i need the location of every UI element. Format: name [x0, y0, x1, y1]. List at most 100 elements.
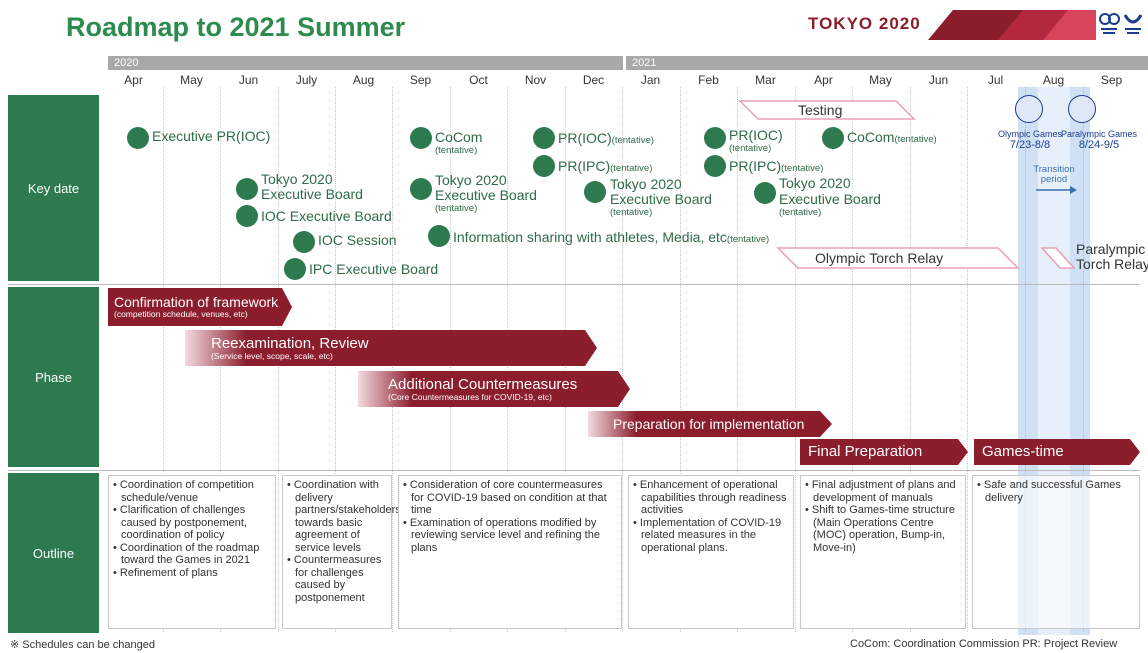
grid-line	[622, 87, 623, 632]
outline-box-sep-dec: • Consideration of core countermeasures …	[398, 475, 622, 629]
event-pr-ipc-nov-tentative: (tentative)	[610, 163, 653, 174]
phase-sublabel: (Service level, scope, scale, etc)	[211, 351, 333, 361]
event-ioc-session: IOC Session	[318, 232, 397, 248]
outline-box-jan-mar: • Enhancement of operational capabilitie…	[628, 475, 794, 629]
event-pr-ipc-feb-tentative: (tentative)	[781, 163, 824, 174]
grid-line	[910, 87, 911, 632]
paralympic-games-dates: 8/24-9/5	[1078, 139, 1120, 151]
event-info-sharing-label: Information sharing with athletes, Media…	[453, 229, 727, 245]
olympic-games-emblem-icon	[1015, 95, 1043, 123]
event-dot	[704, 127, 726, 149]
event-board-jun-line2: Executive Board	[261, 186, 363, 202]
grid-line	[737, 87, 738, 632]
row-label-phase: Phase	[8, 287, 99, 467]
month-label: Sep	[409, 73, 432, 87]
event-exec-pr-ioc: Executive PR(IOC)	[152, 128, 271, 144]
month-label: Sep	[1100, 73, 1123, 87]
month-label: Jan	[640, 73, 661, 87]
brand-stripe-graphic	[928, 10, 1148, 40]
event-info-sharing-tentative: (tentative)	[726, 234, 770, 245]
month-label: Feb	[698, 73, 719, 87]
grid-line	[680, 87, 681, 632]
event-board-dec-line1: Tokyo 2020	[610, 176, 682, 192]
outline-item: • Implementation of COVID-19 related mea…	[633, 516, 782, 554]
month-label: Dec	[582, 73, 605, 87]
outline-item: • Refinement of plans	[113, 566, 218, 579]
olympic-torch-relay-label: Olympic Torch Relay	[815, 250, 944, 266]
month-label: July	[295, 73, 318, 87]
event-cocom-sep: CoCom	[435, 129, 483, 145]
outline-item: • Examination of operations modified by …	[403, 516, 600, 554]
event-dot	[127, 127, 149, 149]
month-label: Mar	[755, 73, 776, 87]
event-dot	[236, 205, 258, 227]
phase-label: Additional Countermeasures	[388, 376, 578, 393]
event-ipc-exec-board: IPC Executive Board	[309, 261, 439, 277]
grid-line	[1025, 87, 1026, 632]
outline-item: • Shift to Games-time structure (Main Op…	[805, 504, 955, 554]
transition-label-line1: Transition	[1033, 164, 1075, 175]
tokyo-2020-brand: TOKYO 2020	[808, 14, 921, 33]
footer-legend: CoCom: Coordination Commission PR: Proje…	[850, 638, 1118, 650]
event-dot	[704, 155, 726, 177]
row-divider	[8, 284, 1140, 285]
event-pr-ioc-nov-tentative: (tentative)	[611, 135, 654, 146]
paralympic-games-label: Paralympic Games	[1060, 129, 1138, 139]
event-cocom-sep-tentative: (tentative)	[435, 145, 478, 156]
event-pr-ioc-feb-tentative: (tentative)	[729, 143, 772, 154]
phase-preparation-implementation: Preparation for implementation	[613, 416, 805, 432]
month-label: Aug	[1042, 73, 1065, 87]
phase-reexamination-review: Reexamination, Review (Service level, sc…	[205, 330, 585, 366]
month-label: Jun	[238, 73, 259, 87]
grid-line	[967, 87, 968, 632]
event-dot	[293, 231, 315, 253]
event-info-sharing: Information sharing with athletes, Media…	[453, 230, 769, 247]
testing-period-shape	[738, 100, 916, 120]
testing-label: Testing	[798, 102, 843, 118]
transition-arrow-icon	[1036, 186, 1077, 194]
event-dot	[533, 127, 555, 149]
event-board-dec-tentative: (tentative)	[610, 207, 653, 218]
event-board-mar-line2: Executive Board	[779, 191, 881, 207]
phase-label: Confirmation of framework	[114, 294, 279, 310]
phase-games-time: Games-time	[982, 443, 1064, 460]
event-pr-ioc-nov-label: PR(IOC)	[558, 130, 612, 146]
event-pr-ipc-feb-label: PR(IPC)	[729, 158, 782, 174]
month-label: May	[869, 73, 892, 87]
phase-arrow-shape	[800, 439, 968, 465]
phase-sublabel: (Core Countermeasures for COVID-19, etc)	[388, 392, 552, 402]
event-pr-ipc-feb: PR(IPC)(tentative)	[729, 159, 823, 176]
outline-box-apr-jun-2021: • Final adjustment of plans and developm…	[800, 475, 966, 629]
paralympic-torch-line1: Paralympic	[1076, 241, 1146, 257]
event-cocom-apr-tentative: (tentative)	[894, 134, 937, 145]
month-label: Apr	[124, 73, 143, 87]
event-cocom-apr: CoCom(tentative)	[847, 130, 937, 147]
month-label: Jul	[987, 73, 1004, 87]
grid-line	[852, 87, 853, 632]
outline-box-games: • Safe and successful Games delivery	[972, 475, 1140, 629]
outline-item: • Safe and successful Games delivery	[977, 479, 1121, 504]
phase-label: Reexamination, Review	[211, 335, 369, 352]
grid-line	[163, 87, 164, 632]
outline-item: • Coordination of competition schedule/v…	[113, 479, 254, 504]
event-board-sep-line1: Tokyo 2020	[435, 172, 507, 188]
outline-item: • Coordination with delivery partners/st…	[287, 479, 401, 554]
row-label-outline: Outline	[8, 473, 99, 633]
event-board-mar-tentative: (tentative)	[779, 207, 822, 218]
transition-label-line2: period	[1040, 174, 1068, 185]
olympic-emblem-icon	[1098, 11, 1120, 37]
olympic-games-dates: 7/23-8/8	[1009, 139, 1051, 151]
month-label: Oct	[469, 73, 488, 87]
grid-line	[1083, 87, 1084, 632]
year-2021-bar: 2021	[626, 56, 1148, 70]
event-board-dec-line2: Executive Board	[610, 191, 712, 207]
outline-item: • Coordination of the roadmap toward the…	[113, 541, 260, 567]
paralympic-emblem-icon	[1122, 11, 1144, 37]
olympic-torch-relay-shape	[776, 247, 1020, 269]
event-dot	[410, 127, 432, 149]
event-pr-ipc-nov-label: PR(IPC)	[558, 158, 611, 174]
paralympic-games-emblem-icon	[1068, 95, 1096, 123]
event-dot	[822, 127, 844, 149]
paralympic-torch-line2: Torch Relay	[1076, 256, 1148, 272]
phase-sublabel: (competition schedule, venues, etc)	[114, 309, 248, 319]
